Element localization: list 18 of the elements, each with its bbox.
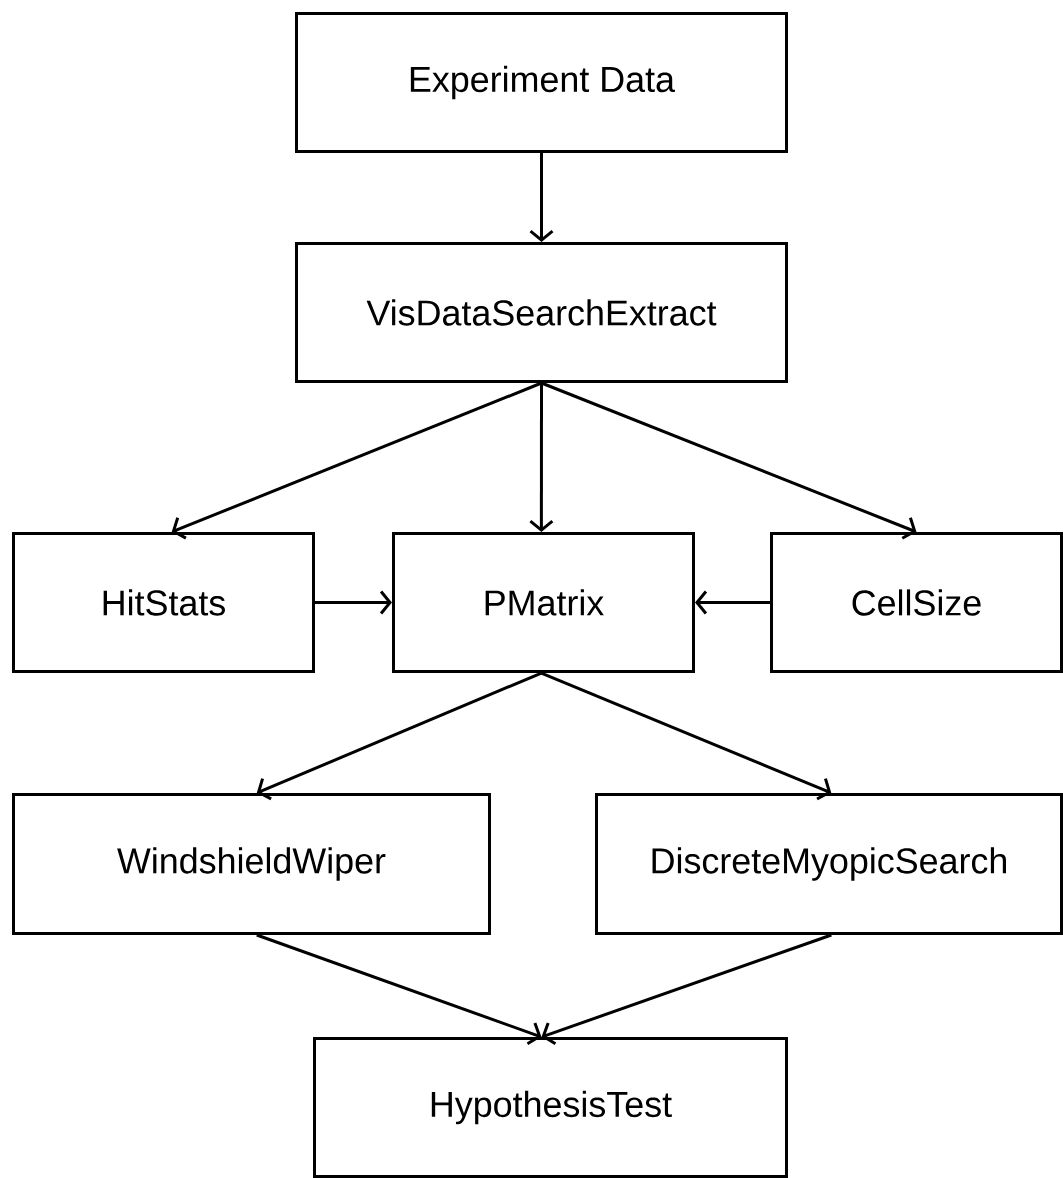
process-box: HitStats [12,532,315,673]
arrow [540,671,832,801]
arrow [171,381,543,540]
arrow [256,933,542,1045]
process-box: WindshieldWiper [12,793,491,935]
process-box: HypothesisTest [313,1037,788,1178]
process-box: CellSize [770,532,1063,673]
arrow [529,383,554,532]
process-box: VisDataSearchExtract [295,242,788,383]
process-box: PMatrix [392,532,695,673]
arrow [541,933,832,1046]
arrow [315,590,392,615]
arrow [695,590,770,615]
arrow [529,153,554,242]
process-box: DiscreteMyopicSearch [595,793,1063,935]
arrow [540,381,917,540]
process-box: Experiment Data [295,12,788,153]
arrow [256,671,542,801]
